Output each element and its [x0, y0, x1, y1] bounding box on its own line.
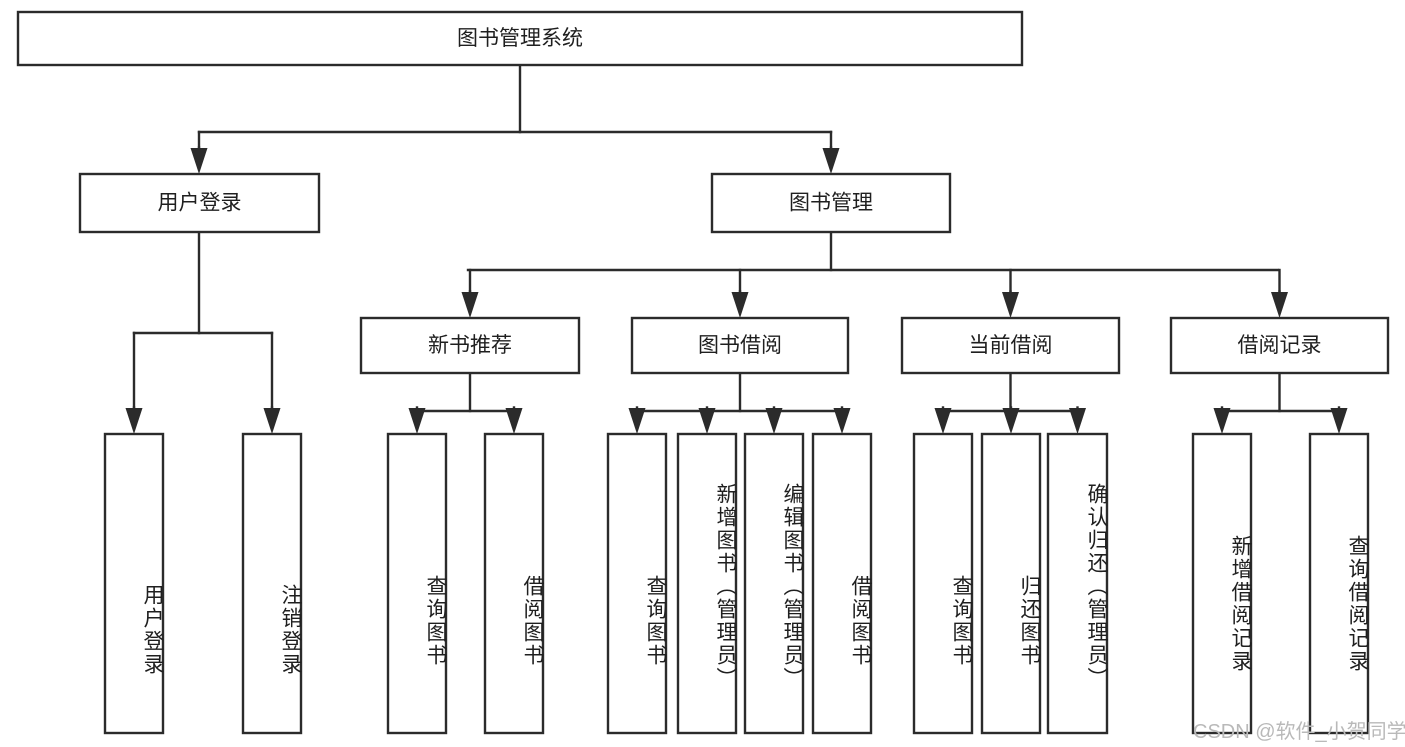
node-box-user-login[interactable]: [78, 172, 321, 234]
csdn-watermark: CSDN @软件_小贺同学: [1193, 721, 1405, 743]
node-box-leaf-confirm-return[interactable]: [1046, 432, 1109, 735]
level3-new-book-recommend-leaf-0-head-icon: [408, 408, 426, 434]
root-to-user-login-head-icon: [190, 148, 208, 174]
level3-borrow-record-leaf-0-head-icon: [1213, 408, 1231, 434]
node-box-borrow-record[interactable]: [1169, 316, 1390, 375]
book-management-child-2-head-icon: [1002, 292, 1019, 318]
book-management-child-3-head-icon: [1271, 292, 1288, 318]
node-box-leaf-query-book-1[interactable]: [386, 432, 448, 735]
node-label-user-login: 用户登录: [158, 192, 242, 215]
node-box-book-borrow[interactable]: [630, 316, 850, 375]
level3-borrow-record-leaf-1-head-icon: [1330, 408, 1348, 434]
level3-book-borrow-leaf-1-head-icon: [698, 408, 716, 434]
level3-current-borrow-leaf-0-head-icon: [934, 408, 952, 434]
node-box-current-borrow[interactable]: [900, 316, 1121, 375]
level3-new-book-recommend-leaf-1-head-icon: [505, 408, 523, 434]
user-login-leaf-2-head-icon: [263, 408, 281, 434]
node-label-borrow-record: 借阅记录: [1238, 334, 1322, 357]
level3-book-borrow-leaf-2-head-icon: [765, 408, 783, 434]
node-box-leaf-edit-book[interactable]: [743, 432, 805, 735]
node-box-leaf-add-book[interactable]: [676, 432, 738, 735]
root-to-book-management-head-icon: [822, 148, 840, 174]
node-label-new-book-recommend: 新书推荐: [428, 334, 512, 357]
node-box-leaf-query-borrow-record[interactable]: [1308, 432, 1370, 735]
node-box-book-management[interactable]: [710, 172, 952, 234]
level3-current-borrow-leaf-1-head-icon: [1002, 408, 1020, 434]
node-box-leaf-borrow-book-1[interactable]: [483, 432, 545, 735]
book-management-child-1-head-icon: [731, 292, 749, 318]
node-box-leaf-query-book-2[interactable]: [606, 432, 668, 735]
node-box-root[interactable]: [16, 10, 1024, 67]
user-login-leaf-1-head-icon: [125, 408, 143, 434]
node-box-leaf-query-book-3[interactable]: [912, 432, 974, 735]
node-box-leaf-borrow-book-2[interactable]: [811, 432, 873, 735]
node-box-leaf-user-logout[interactable]: [241, 432, 303, 735]
node-box-new-book-recommend[interactable]: [359, 316, 581, 375]
node-box-leaf-add-borrow-record[interactable]: [1191, 432, 1253, 735]
node-label-current-borrow: 当前借阅: [969, 334, 1053, 357]
boxes-layer: [16, 10, 1390, 735]
connectors-layer: [125, 63, 1348, 434]
node-box-leaf-user-login[interactable]: [103, 432, 165, 735]
level3-book-borrow-leaf-3-head-icon: [833, 408, 851, 434]
node-label-book-borrow: 图书借阅: [698, 334, 782, 357]
book-management-child-0-head-icon: [461, 292, 479, 318]
node-box-leaf-return-book[interactable]: [980, 432, 1042, 735]
level3-book-borrow-leaf-0-head-icon: [628, 408, 646, 434]
node-label-root: 图书管理系统: [457, 27, 583, 50]
node-label-book-management: 图书管理: [789, 192, 873, 215]
level3-current-borrow-leaf-2-head-icon: [1069, 408, 1086, 434]
